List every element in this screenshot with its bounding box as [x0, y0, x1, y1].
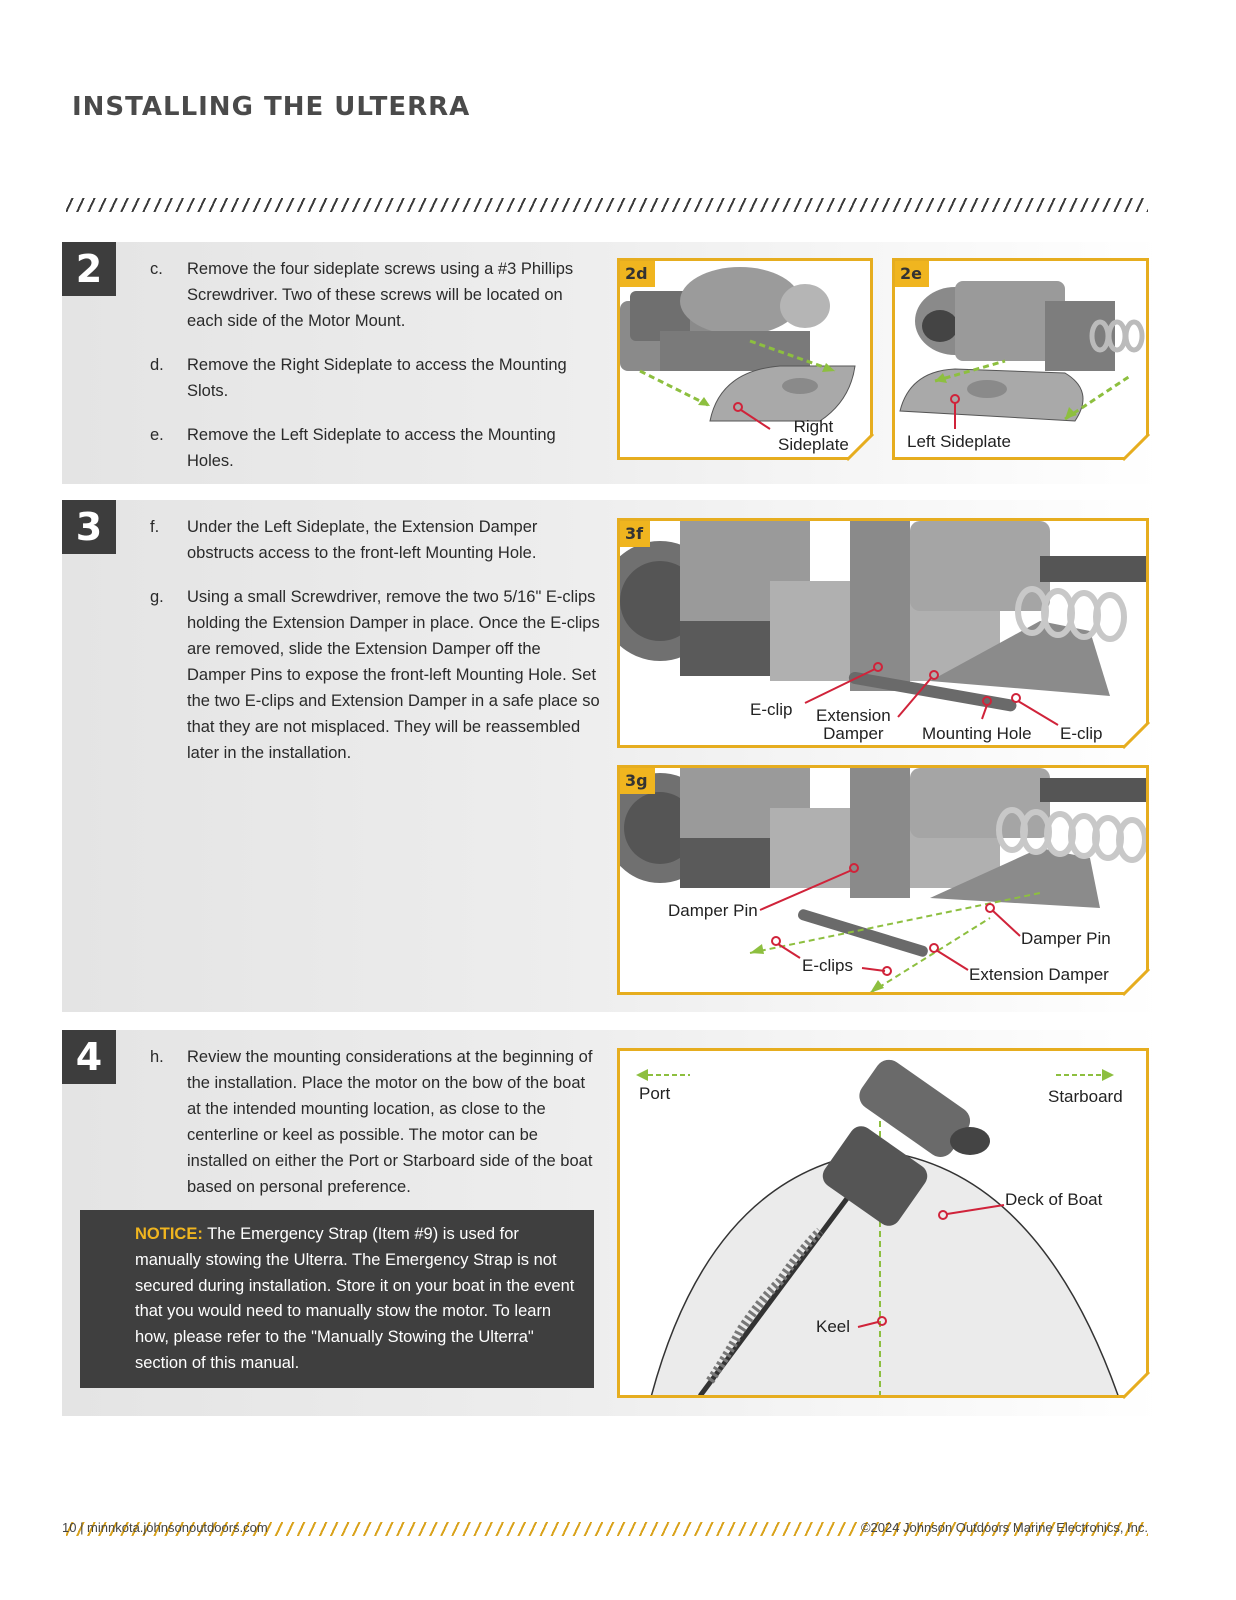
item-letter: e. [150, 426, 164, 444]
instruction-item: d. Remove the Right Sideplate to access t… [150, 352, 600, 404]
callout-right-sideplate: Right Sideplate [778, 418, 849, 454]
item-letter: f. [150, 518, 160, 536]
callout-e-clips: E-clips [802, 956, 854, 975]
callout-starboard: Starboard [1048, 1087, 1123, 1106]
item-text: Remove the four sideplate screws using a… [187, 260, 574, 330]
item-letter: g. [150, 588, 164, 606]
figure-2e: 2e Left Sideplate [892, 258, 1149, 460]
figure-2d: 2d Right Sideplate [617, 258, 873, 460]
damper-pin-removal-illustration [620, 768, 1149, 995]
notice-body: The Emergency Strap (Item #9) is used fo… [135, 1225, 575, 1372]
step-instructions: c. Remove the four sideplate screws using… [150, 256, 600, 492]
page-title: INSTALLING THE ULTERRA [72, 92, 471, 122]
callout-mounting-hole: Mounting Hole [922, 724, 1032, 743]
instruction-item: h. Review the mounting considerations at … [150, 1044, 600, 1200]
item-text: Under the Left Sideplate, the Extension … [187, 518, 538, 562]
figure-3g: 3g Damper Pin Damper Pin E-clips Ex [617, 765, 1149, 995]
item-text: Remove the Left Sideplate to access the … [187, 426, 556, 470]
item-text: Remove the Right Sideplate to access the… [187, 356, 567, 400]
callout-e-clip: E-clip [1060, 724, 1103, 743]
callout-port: Port [639, 1084, 671, 1103]
notice-text: NOTICE: The Emergency Strap (Item #9) is… [135, 1222, 585, 1377]
motor-mount-left-sideplate-illustration [895, 261, 1149, 460]
step-number: 4 [62, 1030, 116, 1084]
callout-deck-of-boat: Deck of Boat [1005, 1190, 1103, 1209]
figure-tag: 3f [620, 521, 650, 547]
instruction-item: c. Remove the four sideplate screws using… [150, 256, 600, 334]
instruction-item: e. Remove the Left Sideplate to access th… [150, 422, 600, 474]
step-instructions: f. Under the Left Sideplate, the Extensio… [150, 514, 600, 784]
figure-tag: 2e [895, 261, 929, 287]
callout-keel: Keel [816, 1317, 851, 1336]
callout-label: Sideplate [778, 435, 849, 454]
step-number: 2 [62, 242, 116, 296]
item-text: Review the mounting considerations at th… [187, 1048, 593, 1196]
callout-label: Right [793, 417, 834, 436]
item-letter: c. [150, 260, 163, 278]
extension-damper-illustration [620, 521, 1149, 748]
callout-damper-pin: Damper Pin [668, 901, 758, 920]
step-number: 3 [62, 500, 116, 554]
instruction-item: f. Under the Left Sideplate, the Extensio… [150, 514, 600, 566]
callout-extension-damper: Extension Damper [816, 707, 891, 743]
callout-extension-damper: Extension Damper [969, 965, 1109, 984]
item-letter: d. [150, 356, 164, 374]
footer-page-info: 10 | minnkota.johnsonoutdoors.com [62, 1520, 268, 1535]
footer-copyright: ©2024 Johnson Outdoors Marine Electronic… [860, 1520, 1148, 1535]
top-hatch-divider [66, 198, 1148, 212]
motor-mount-right-sideplate-illustration [620, 261, 873, 460]
callout-damper-pin: Damper Pin [1021, 929, 1111, 948]
callout-label: Extension [816, 706, 891, 725]
notice-label: NOTICE: [135, 1225, 203, 1243]
notice-box: NOTICE: The Emergency Strap (Item #9) is… [80, 1210, 594, 1388]
callout-left-sideplate: Left Sideplate [907, 432, 1011, 451]
figure-tag: 2d [620, 261, 655, 287]
boat-bow-mounting-illustration [620, 1051, 1149, 1398]
instruction-item: g. Using a small Screwdriver, remove the … [150, 584, 600, 766]
figure-tag: 3g [620, 768, 655, 794]
item-letter: h. [150, 1048, 164, 1066]
step-instructions: h. Review the mounting considerations at … [150, 1044, 600, 1218]
callout-label: Damper [823, 724, 884, 743]
callout-e-clip: E-clip [750, 700, 793, 719]
figure-4: Port Starboard Deck of Boat Keel [617, 1048, 1149, 1398]
item-text: Using a small Screwdriver, remove the tw… [187, 588, 600, 762]
bottom-hatch-divider [66, 1522, 1148, 1536]
figure-3f: 3f E-clip Extension Damper Mounting Hole… [617, 518, 1149, 748]
